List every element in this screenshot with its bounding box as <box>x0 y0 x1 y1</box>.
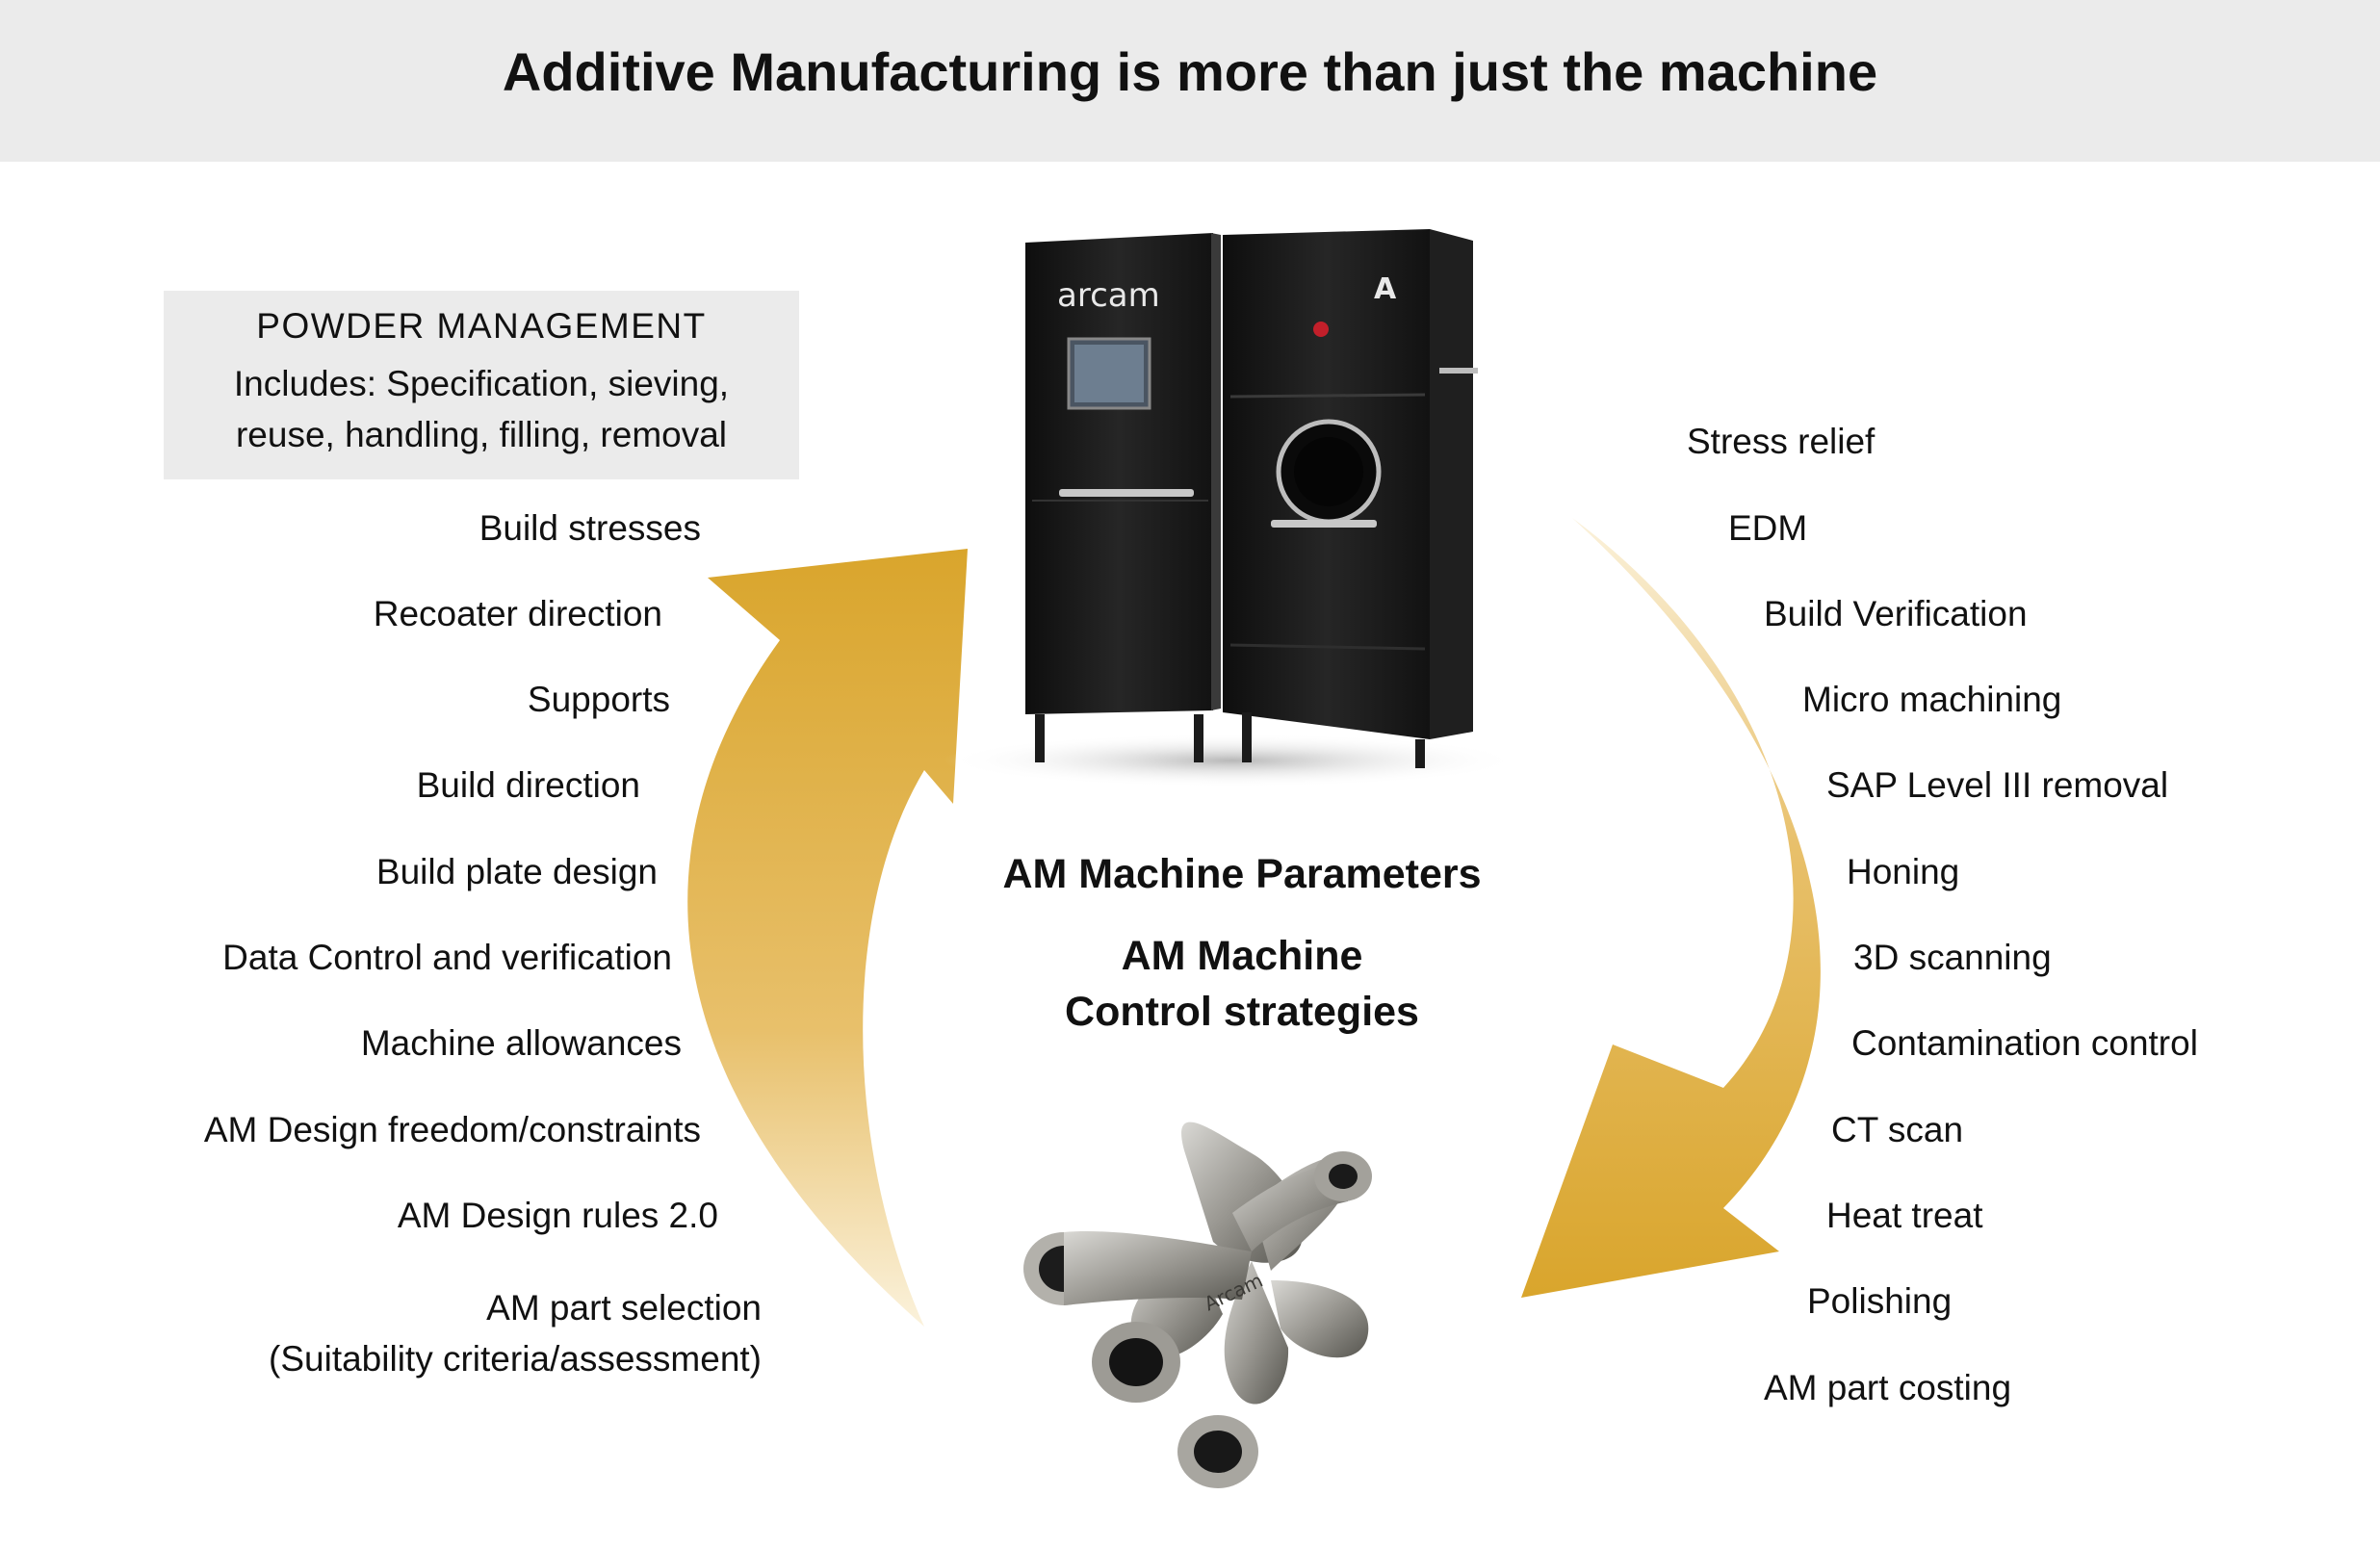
powder-management-box: POWDER MANAGEMENT Includes: Specificatio… <box>164 291 799 479</box>
svg-text:A: A <box>1374 272 1397 306</box>
right-item-polishing: Polishing <box>1807 1281 1953 1321</box>
left-item-design-rules: AM Design rules 2.0 <box>397 1196 718 1235</box>
left-item-part-selection: AM part selection <box>486 1288 762 1328</box>
page-title: Additive Manufacturing is more than just… <box>502 41 1878 102</box>
printed-part-icon: Arcam <box>1023 1122 1372 1488</box>
machine-parameters-label: AM Machine Parameters <box>1002 851 1482 897</box>
center-caption: AM Machine Parameters AM Machine Control… <box>924 847 1560 1040</box>
svg-text:arcam: arcam <box>1057 276 1160 315</box>
right-item-heat-treat: Heat treat <box>1826 1196 1983 1235</box>
left-item-build-stresses: Build stresses <box>479 508 701 548</box>
left-item-machine-allowances: Machine allowances <box>360 1023 682 1063</box>
right-item-stress-relief: Stress relief <box>1687 422 1876 461</box>
left-item-recoater-direction: Recoater direction <box>373 594 662 633</box>
powder-management-detail-line-1: Includes: Specification, sieving, <box>233 364 730 403</box>
right-item-micro-machining: Micro machining <box>1802 680 2062 719</box>
header-bar: Additive Manufacturing is more than just… <box>0 0 2380 162</box>
left-cycle-arrow <box>687 549 968 1327</box>
right-item-sap-removal: SAP Level III removal <box>1826 765 2169 805</box>
right-cycle-arrow <box>1521 518 1821 1298</box>
left-item-part-selection-criteria: (Suitability criteria/assessment) <box>269 1339 762 1379</box>
right-item-3d-scanning: 3D scanning <box>1853 938 2052 977</box>
right-item-build-verification: Build Verification <box>1764 594 2028 633</box>
left-item-design-freedom: AM Design freedom/constraints <box>203 1110 701 1149</box>
left-item-supports: Supports <box>527 680 670 719</box>
powder-management-detail-line-2: reuse, handling, filling, removal <box>235 415 728 454</box>
powder-management-title: POWDER MANAGEMENT <box>256 306 707 346</box>
right-item-ct-scan: CT scan <box>1831 1110 1964 1149</box>
am-machine-icon: arcam A <box>944 229 1521 787</box>
right-item-contamination-control: Contamination control <box>1851 1023 2198 1063</box>
right-item-edm: EDM <box>1728 508 1808 548</box>
left-item-build-direction: Build direction <box>416 765 640 805</box>
left-item-data-control: Data Control and verification <box>222 938 672 977</box>
control-strategies-label-line-1: AM Machine <box>1121 933 1363 979</box>
control-strategies-label-line-2: Control strategies <box>1065 989 1419 1035</box>
right-item-part-costing: AM part costing <box>1764 1368 2012 1407</box>
left-item-build-plate-design: Build plate design <box>375 852 658 891</box>
right-item-honing: Honing <box>1847 852 1960 891</box>
